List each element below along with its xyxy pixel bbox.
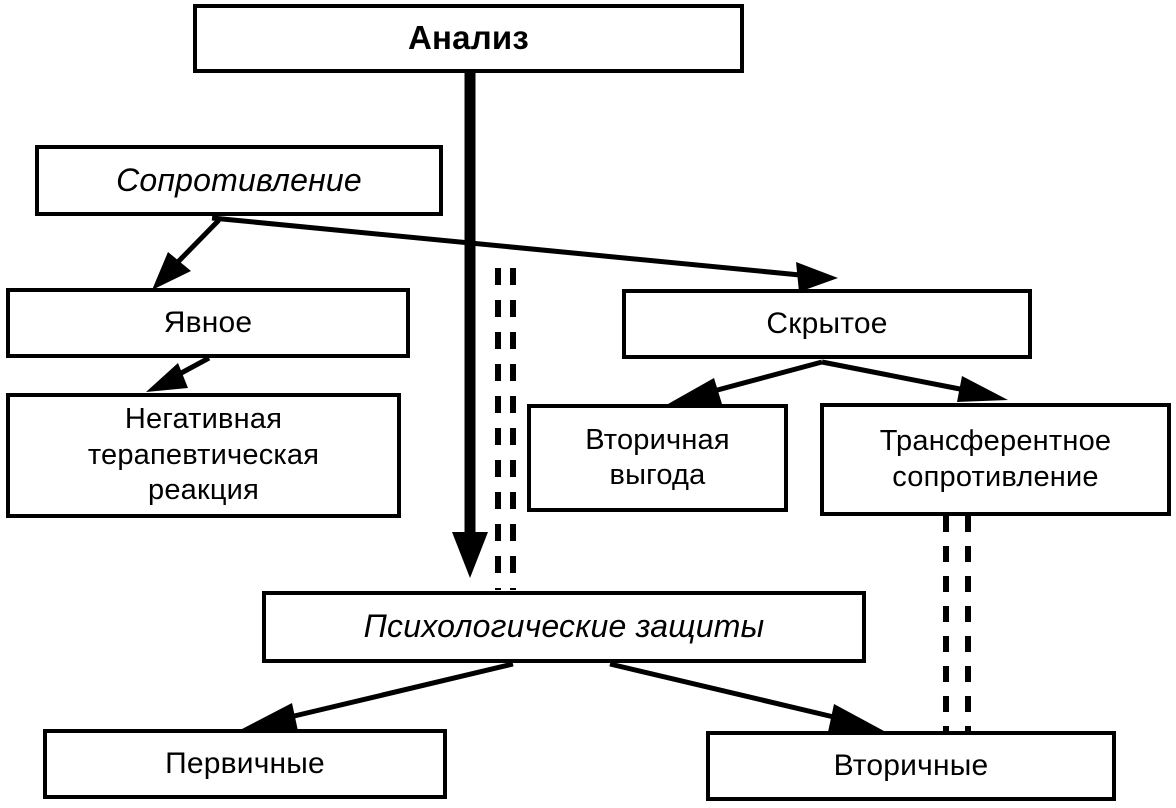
node-yavnoe-label: Явное xyxy=(163,306,253,340)
node-negativnaya-label: Негативная терапевтическая реакция xyxy=(87,403,320,507)
edge-zashity-to-vtorichnye xyxy=(609,661,884,732)
node-transferentnoe-soprotivlenie[interactable]: Трансферентное сопротивление xyxy=(820,403,1171,516)
node-vtorichnye[interactable]: Вторичные xyxy=(706,731,1116,801)
edge-soprotivlenie-to-skrytoe xyxy=(211,215,838,292)
node-skrytoe[interactable]: Скрытое xyxy=(622,289,1032,359)
edge-yavnoe-to-negativnaya xyxy=(146,355,211,392)
node-zashity-label: Психологические защиты xyxy=(363,608,765,645)
edge-analiz-to-zashity-thick xyxy=(452,72,488,578)
edge-skrytoe-to-vtorichnaya xyxy=(668,359,823,404)
node-vtorichnaya-vygoda-label: Вторичная выгода xyxy=(585,423,730,491)
node-soprotivlenie-label: Сопротивление xyxy=(116,161,362,198)
node-skrytoe-label: Скрытое xyxy=(766,307,888,341)
node-analiz-label: Анализ xyxy=(408,19,529,57)
node-soprotivlenie[interactable]: Сопротивление xyxy=(35,145,443,216)
node-vtorichnaya-vygoda[interactable]: Вторичная выгода xyxy=(527,404,788,512)
edge-transferentnoe-to-vtorichnye-dashed xyxy=(943,516,971,733)
node-pervichnye-label: Первичные xyxy=(165,747,325,781)
edge-skrytoe-to-transferentnoe xyxy=(821,359,1008,402)
node-pervichnye[interactable]: Первичные xyxy=(43,729,447,799)
edge-soprotivlenie-to-yavnoe xyxy=(152,218,221,290)
node-transferentnoe-label: Трансферентное сопротивление xyxy=(879,425,1112,493)
node-yavnoe[interactable]: Явное xyxy=(6,288,410,358)
edge-zashity-to-pervichnye xyxy=(242,661,514,731)
edge-analiz-to-zashity-dashed xyxy=(495,268,516,590)
node-analiz[interactable]: Анализ xyxy=(193,4,744,73)
node-psihologicheskie-zashity[interactable]: Психологические защиты xyxy=(262,591,866,663)
node-negativnaya-terapevticheskaya-reakciya[interactable]: Негативная терапевтическая реакция xyxy=(6,393,401,518)
node-vtorichnye-label: Вторичные xyxy=(833,749,989,783)
